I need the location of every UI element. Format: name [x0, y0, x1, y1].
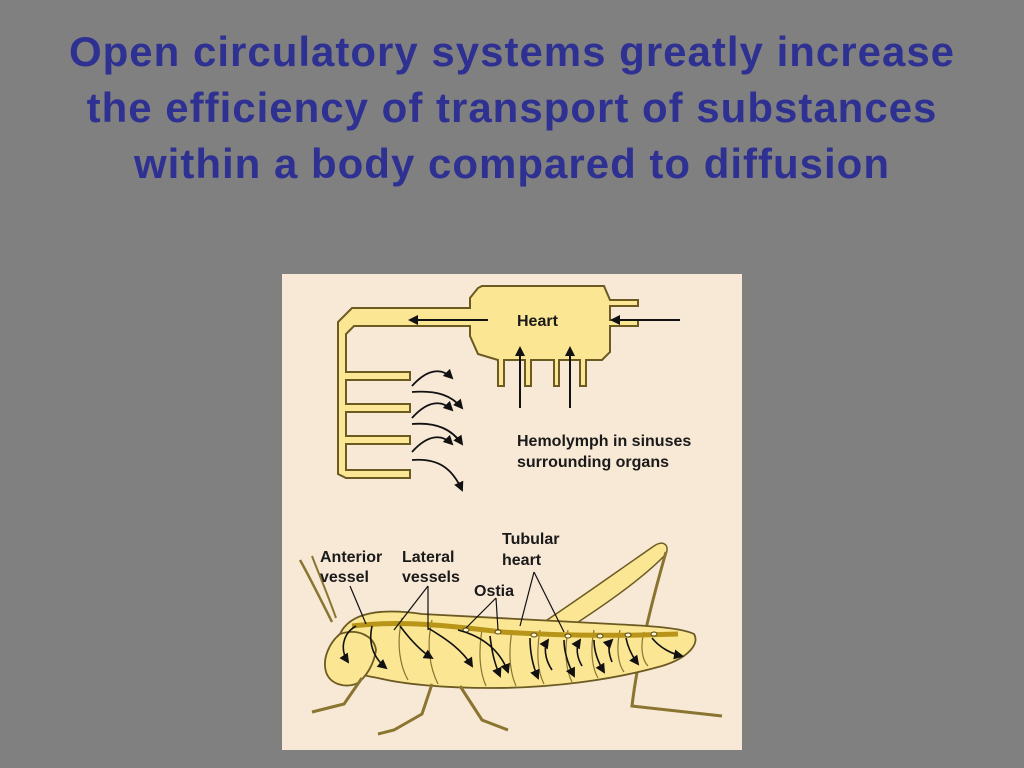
lateral-leader-1 — [393, 585, 429, 631]
hemolymph-flow-arrows — [339, 625, 684, 680]
sinus-arrow-2 — [411, 390, 464, 410]
grasshopper-drawing: Anterior vessel Lateral vessels Tubular … — [298, 531, 723, 736]
sinus-arrow-3 — [411, 400, 454, 419]
slide-title: Open circulatory systems greatly increas… — [68, 28, 956, 187]
hemolymph-label-line1: Hemolymph in sinuses — [517, 433, 691, 450]
hemolymph-label-line2: surrounding organs — [517, 454, 669, 471]
heart-schematic: Heart Hemolymph in sinuses surrounding o… — [337, 285, 691, 492]
sinus-arrow-6 — [411, 458, 464, 492]
tubular-leader-2 — [533, 571, 565, 633]
tubular-label-line2: heart — [502, 552, 542, 569]
middle-leg — [377, 683, 434, 736]
antenna — [311, 555, 337, 619]
anterior-leader — [349, 585, 367, 625]
sinus-arrow-4 — [411, 422, 464, 446]
diagram-svg: Heart Hemolymph in sinuses surrounding o… — [298, 285, 723, 736]
heart-chamber — [337, 285, 639, 479]
tubular-leader-1 — [519, 571, 535, 627]
front-leg — [311, 677, 364, 714]
tubular-label-line1: Tubular — [502, 531, 559, 548]
middle-leg-2 — [458, 685, 509, 732]
anterior-label-line1: Anterior — [320, 549, 382, 566]
sinus-arrow-1 — [411, 368, 454, 387]
insect-body — [333, 610, 697, 689]
circulatory-diagram: Heart Hemolymph in sinuses surrounding o… — [282, 274, 742, 750]
heart-label: Heart — [517, 313, 559, 330]
ostia-leader-2 — [495, 597, 499, 631]
leader-lines — [349, 571, 565, 633]
ostia-label: Ostia — [474, 583, 514, 600]
sinus-arrow-5 — [411, 434, 454, 453]
lateral-label-line2: vessels — [402, 569, 460, 586]
hind-leg — [530, 542, 668, 641]
ostia-leader-1 — [465, 597, 497, 629]
anterior-label-line2: vessel — [320, 569, 369, 586]
lateral-label-line1: Lateral — [402, 549, 454, 566]
insect-head — [324, 631, 377, 687]
ostia-openings — [462, 627, 658, 639]
antenna — [298, 559, 334, 623]
